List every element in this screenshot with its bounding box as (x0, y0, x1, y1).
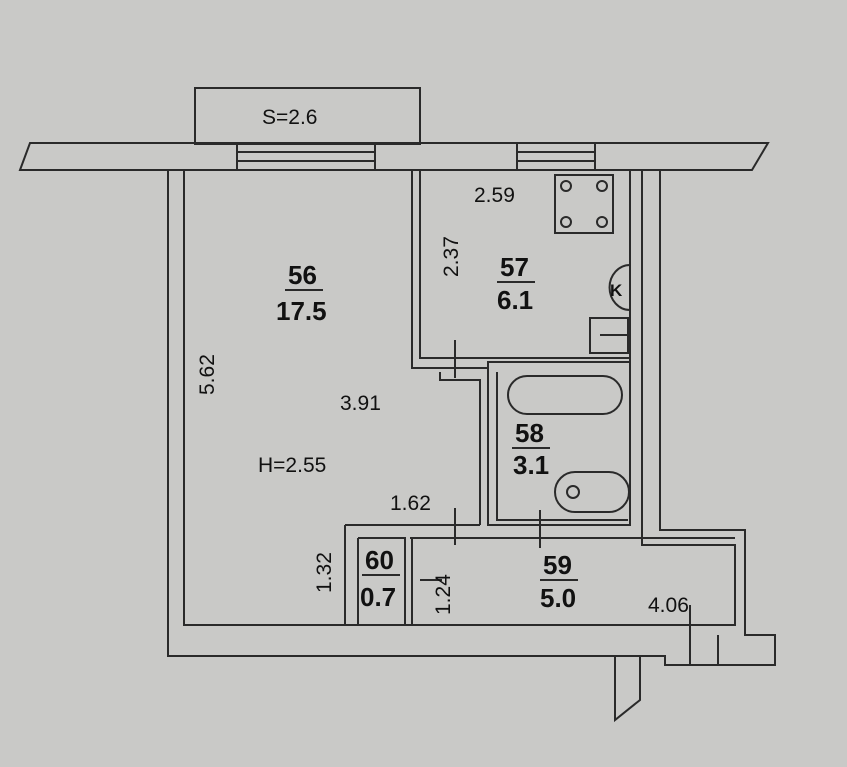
room-59-area: 5.0 (540, 583, 576, 613)
window-living (236, 142, 376, 171)
room-60-area: 0.7 (360, 582, 396, 612)
bathroom-wall-inner (496, 372, 628, 521)
dim-closet-height: 1.32 (313, 552, 336, 593)
stove-fixture (554, 174, 614, 234)
stove-symbol: K (610, 281, 623, 300)
room-58-number: 58 (515, 418, 544, 448)
room-60-number: 60 (365, 545, 394, 575)
water-heater-fixture (608, 264, 631, 311)
hall-partition (439, 372, 481, 525)
room-56-area: 17.5 (276, 296, 327, 326)
room-57-number: 57 (500, 252, 529, 282)
closet-outline (344, 525, 413, 625)
exterior-wall-inner (183, 170, 736, 626)
ceiling-height: H=2.55 (258, 454, 326, 477)
kitchen-wall-inner (419, 170, 630, 359)
dim-corridor-width: 4.06 (648, 594, 689, 617)
dim-hall-height: 1.24 (432, 574, 455, 615)
dim-living-width: 3.91 (340, 392, 381, 415)
room-59-number: 59 (543, 550, 572, 580)
dim-living-height: 5.62 (196, 354, 219, 395)
sink-fixture (589, 317, 629, 354)
balcony-area: S=2.6 (262, 106, 317, 129)
exterior-wall-outer (167, 170, 776, 666)
room-58-area: 3.1 (513, 450, 549, 480)
landing (614, 656, 641, 723)
toilet-fixture (554, 471, 630, 513)
dim-hall-width: 1.62 (390, 492, 431, 515)
exterior-wall-top (18, 142, 770, 171)
kitchen-wall-outer (411, 170, 631, 369)
dim-kitchen-height: 2.37 (440, 236, 463, 277)
room-57-area: 6.1 (497, 285, 533, 315)
window-kitchen (516, 142, 596, 171)
bathroom-wall (487, 362, 631, 526)
dim-kitchen-width: 2.59 (474, 184, 515, 207)
bathtub-fixture (507, 375, 623, 415)
room-56-number: 56 (288, 260, 317, 290)
